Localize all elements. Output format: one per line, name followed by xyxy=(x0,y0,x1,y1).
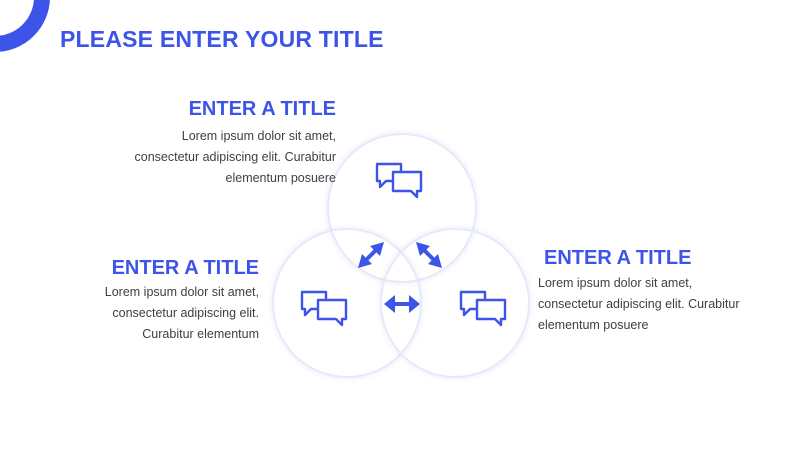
text-line: elementum posuere xyxy=(225,171,336,185)
top-block-text: Lorem ipsum dolor sit amet, consectetur … xyxy=(106,126,337,189)
text-line: elementum posuere xyxy=(538,318,649,332)
text-line: Lorem ipsum dolor sit amet, xyxy=(104,285,259,299)
right-block-text: Lorem ipsum dolor sit amet, consectetur … xyxy=(538,273,768,336)
text-line: Lorem ipsum dolor sit amet, xyxy=(181,129,336,143)
text-line: consectetur adipiscing elit. Curabitur xyxy=(134,150,337,164)
chat-bubbles-icon xyxy=(459,290,507,327)
chat-bubbles-icon xyxy=(300,290,348,327)
venn-circle-right xyxy=(380,228,530,378)
double-arrow-diagonal-icon xyxy=(416,242,442,268)
text-line: Curabitur elementum xyxy=(142,327,259,341)
text-line: Lorem ipsum dolor sit amet, xyxy=(538,276,693,290)
text-line: consectetur adipiscing elit. Curabitur xyxy=(538,297,740,311)
left-block-title: ENTER A TITLE xyxy=(111,257,259,279)
chat-bubbles-icon xyxy=(375,162,423,199)
corner-ring-decoration xyxy=(0,0,50,52)
left-block-text: Lorem ipsum dolor sit amet, consectetur … xyxy=(79,282,259,345)
top-block-title: ENTER A TITLE xyxy=(188,98,336,120)
text-line: consectetur adipiscing elit. xyxy=(112,306,259,320)
double-arrow-diagonal-icon xyxy=(358,242,384,268)
double-arrow-horizontal-icon xyxy=(384,295,420,313)
page-title: PLEASE ENTER YOUR TITLE xyxy=(60,26,384,52)
right-block-title: ENTER A TITLE xyxy=(544,247,692,269)
